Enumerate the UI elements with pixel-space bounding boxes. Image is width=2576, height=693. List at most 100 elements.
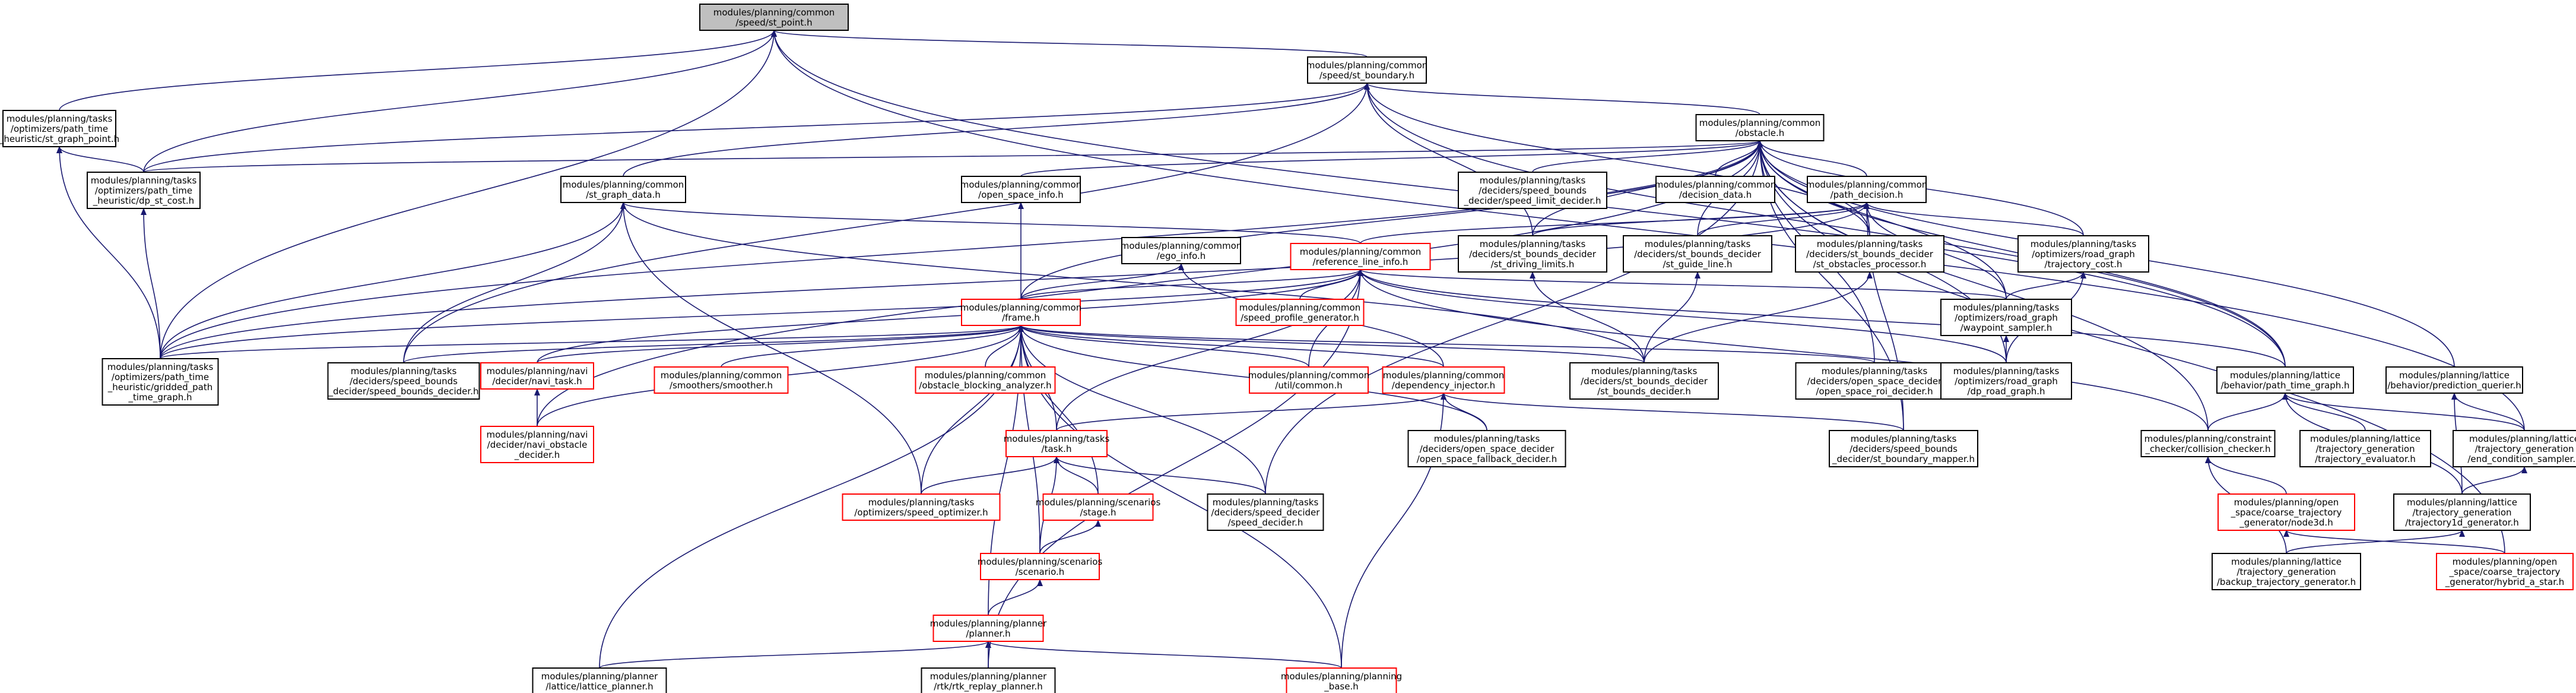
node-box <box>921 667 1056 693</box>
node-backup-trajectory-generator[interactable]: modules/planning/lattice/trajectory_gene… <box>2212 553 2361 590</box>
node-task[interactable]: modules/planning/tasks/task.h <box>1004 430 1110 457</box>
node-open-space-roi-decider[interactable]: modules/planning/tasks/deciders/open_spa… <box>1795 362 1954 400</box>
node-end-condition-sampler[interactable]: modules/planning/lattice/trajectory_gene… <box>2453 430 2576 467</box>
node-util-common[interactable]: modules/planning/common/util/common.h <box>1248 366 1370 394</box>
node-st-graph-data[interactable]: modules/planning/common/st_graph_data.h <box>560 176 686 203</box>
node-box <box>1121 237 1241 264</box>
node-planning-base[interactable]: modules/planning/planning_base.h <box>1281 667 1402 693</box>
edge-smoother-to-frame <box>721 325 1024 368</box>
node-reference-line-info[interactable]: modules/planning/common/reference_line_i… <box>1290 243 1431 270</box>
node-label-line: _heuristic/gridded_path <box>107 382 213 393</box>
node-collision-checker[interactable]: modules/planning/constraint_checker/coll… <box>2140 430 2276 457</box>
node-open-space-fallback-decider[interactable]: modules/planning/tasks/deciders/open_spa… <box>1407 430 1566 467</box>
edge-rtk-replay-planner-to-reference-line-info <box>988 269 1363 669</box>
node-label-line: modules/planning/common <box>1121 241 1242 251</box>
edge-open-space-fallback-decider-to-dependency-injector <box>1441 393 1487 431</box>
node-label-line: /trajectory_cost.h <box>2045 259 2123 270</box>
node-st-bounds-decider[interactable]: modules/planning/tasks/deciders/st_bound… <box>1569 362 1719 400</box>
node-label-line: /task.h <box>1042 444 1072 454</box>
node-gridded-path-time-graph[interactable]: modules/planning/tasks/optimizers/path_t… <box>101 358 219 406</box>
node-speed-decider[interactable]: modules/planning/tasks/deciders/speed_de… <box>1207 493 1324 531</box>
node-box <box>1235 299 1365 326</box>
edge-frame-to-ego-info <box>1020 263 1184 300</box>
node-frame[interactable]: modules/planning/common/frame.h <box>960 299 1082 326</box>
node-box <box>1042 493 1154 521</box>
node-st-guide-line[interactable]: modules/planning/tasks/deciders/st_bound… <box>1623 235 1772 273</box>
edge-planning-base-to-planner <box>985 641 1342 669</box>
edge-dp-road-graph-to-reference-line-info <box>1357 269 2007 363</box>
edge-speed-bounds-decider-to-frame <box>403 325 1024 363</box>
node-navi-obstacle-decider[interactable]: modules/planning/navi/decider/navi_obsta… <box>480 426 594 463</box>
node-label-line: modules/planning/scenarios <box>1036 497 1161 508</box>
node-hybrid-a-star[interactable]: modules/planning/open_space/coarse_traje… <box>2436 553 2574 590</box>
node-open-space-info[interactable]: modules/planning/common/open_space_info.… <box>960 176 1082 203</box>
node-stage[interactable]: modules/planning/scenarios/stage.h <box>1036 493 1161 521</box>
node-prediction-querier[interactable]: modules/planning/lattice/behavior/predic… <box>2385 366 2523 394</box>
node-box <box>1655 176 1775 203</box>
node-dependency-injector[interactable]: modules/planning/common/dependency_injec… <box>1382 366 1505 394</box>
node-speed-profile-generator[interactable]: modules/planning/common/speed_profile_ge… <box>1235 299 1365 326</box>
node-label-line: /optimizers/path_time <box>112 372 209 383</box>
node-label-line: /deciders/speed_bounds <box>1849 444 1958 455</box>
node-scenario[interactable]: modules/planning/scenarios/scenario.h <box>978 553 1103 580</box>
edge-end-condition-sampler-to-st-point <box>771 30 2525 431</box>
node-trajectory-cost[interactable]: modules/planning/tasks/optimizers/road_g… <box>2017 235 2149 273</box>
node-box <box>1005 430 1108 457</box>
node-box <box>1569 362 1719 400</box>
node-label-line: /waypoint_sampler.h <box>1960 322 2052 334</box>
node-label-line: /deciders/st_bounds_decider <box>1581 376 1708 387</box>
node-trajectory-evaluator[interactable]: modules/planning/lattice/trajectory_gene… <box>2299 430 2431 467</box>
node-label-line: /optimizers/path_time <box>11 124 108 135</box>
node-decision-data[interactable]: modules/planning/common/decision_data.h <box>1655 176 1776 203</box>
node-label-line: _decider.h <box>514 450 560 461</box>
node-label-line: modules/planning/common <box>1806 179 1928 190</box>
edge-st-driving-limits-to-obstacle <box>1532 140 1763 236</box>
node-trajectory1d-generator[interactable]: modules/planning/lattice/trajectory_gene… <box>2393 493 2531 531</box>
node-box <box>2436 553 2574 590</box>
node-label-line: modules/planning/common <box>1239 302 1361 313</box>
node-st-boundary[interactable]: modules/planning/common/speed/st_boundar… <box>1306 56 1428 84</box>
node-box <box>2299 430 2431 467</box>
node-label-line: /util/common.h <box>1275 380 1342 391</box>
node-planner[interactable]: modules/planning/planner/planner.h <box>930 615 1047 642</box>
node-dp-st-cost[interactable]: modules/planning/tasks/optimizers/path_t… <box>87 172 201 209</box>
node-label-line: /deciders/speed_decider <box>1211 507 1321 518</box>
node-st-boundary-mapper[interactable]: modules/planning/tasks/deciders/speed_bo… <box>1829 430 1978 467</box>
node-label-line: /frame.h <box>1002 312 1040 323</box>
node-st-graph-point[interactable]: modules/planning/tasks/optimizers/path_t… <box>0 110 119 147</box>
edge-obstacle-to-st-boundary <box>1364 83 1760 115</box>
node-label-line: /optimizers/path_time <box>95 185 192 197</box>
node-speed-limit-decider[interactable]: modules/planning/tasks/deciders/speed_bo… <box>1458 172 1607 209</box>
node-label-line: /speed/st_boundary.h <box>1319 70 1414 81</box>
node-label-line: /smoothers/smoother.h <box>670 380 773 391</box>
node-navi-task[interactable]: modules/planning/navi/decider/navi_task.… <box>480 362 594 390</box>
node-label-line: /speed_decider.h <box>1228 517 1303 529</box>
node-obstacle[interactable]: modules/planning/common/obstacle.h <box>1695 114 1825 141</box>
edge-dp-st-cost-to-st-point <box>143 30 777 173</box>
node-smoother[interactable]: modules/planning/common/smoothers/smooth… <box>653 366 789 394</box>
node-ego-info[interactable]: modules/planning/common/ego_info.h <box>1121 237 1242 264</box>
node-speed-optimizer[interactable]: modules/planning/tasks/optimizers/speed_… <box>842 493 1001 521</box>
node-speed-bounds-decider[interactable]: modules/planning/tasks/deciders/speed_bo… <box>327 362 480 400</box>
node-path-decision[interactable]: modules/planning/common/path_decision.h <box>1806 176 1928 203</box>
node-label-line: modules/planning/lattice <box>2399 370 2510 381</box>
node-box <box>2 110 116 147</box>
node-lattice-planner[interactable]: modules/planning/planner/lattice/lattice… <box>532 667 667 693</box>
node-box <box>1829 430 1978 467</box>
node-label-line: /speed_profile_generator.h <box>1241 312 1359 324</box>
edge-util-common-to-frame <box>1018 325 1309 368</box>
node-dp-road-graph[interactable]: modules/planning/tasks/optimizers/road_g… <box>1940 362 2072 400</box>
node-obstacle-blocking-analyzer[interactable]: modules/planning/common/obstacle_blockin… <box>915 366 1056 394</box>
node-label-line: modules/planning/tasks <box>1953 302 2060 313</box>
node-label-line: modules/planning/common <box>1383 370 1505 381</box>
node-node3d[interactable]: modules/planning/open_space/coarse_traje… <box>2217 493 2355 531</box>
node-path-time-graph[interactable]: modules/planning/lattice/behavior/path_t… <box>2216 366 2354 394</box>
node-rtk-replay-planner[interactable]: modules/planning/planner/rtk/rtk_replay_… <box>921 667 1056 693</box>
node-label-line: modules/planning/tasks <box>1817 239 1923 249</box>
node-st-obstacles-processor[interactable]: modules/planning/tasks/deciders/st_bound… <box>1795 235 1944 273</box>
node-st-driving-limits[interactable]: modules/planning/tasks/deciders/st_bound… <box>1458 235 1607 273</box>
node-label-line: modules/planning/planner <box>930 671 1047 682</box>
node-waypoint-sampler[interactable]: modules/planning/tasks/optimizers/road_g… <box>1940 299 2072 336</box>
node-label-line: /end_condition_sampler.h <box>2467 454 2576 465</box>
node-label-line: /dp_road_graph.h <box>1967 386 2045 397</box>
